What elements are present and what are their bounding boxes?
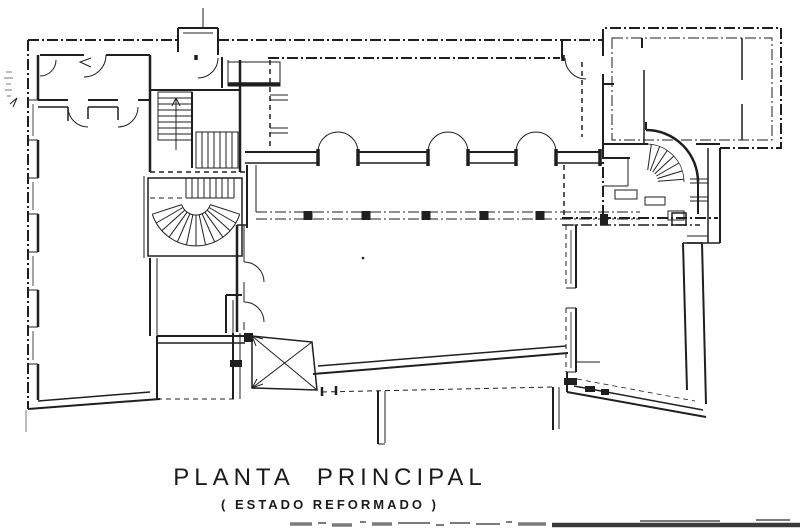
scan-artifact-smudge — [290, 519, 800, 528]
door-jamb — [564, 378, 577, 385]
left-facade-wall — [25, 40, 161, 432]
radiator-marks — [690, 178, 708, 202]
column — [303, 211, 313, 220]
door-swing-arrow — [78, 57, 92, 68]
fixture — [667, 210, 685, 221]
door-jamb — [244, 333, 253, 342]
main-hall — [245, 40, 604, 218]
south-band — [320, 378, 707, 445]
column — [479, 211, 489, 220]
main-staircase — [148, 55, 281, 173]
colonnade — [237, 165, 640, 260]
column — [535, 211, 545, 220]
plan-subtitle: ( ESTADO REFORMADO ) — [221, 497, 439, 512]
fan-staircase — [143, 176, 243, 336]
north-wall — [28, 39, 603, 78]
quarter-turn-staircase — [562, 122, 718, 226]
entrance-vestibule — [177, 8, 219, 79]
courtyard — [225, 225, 707, 405]
hatched-wall-room — [228, 61, 281, 87]
door-jamb — [585, 386, 595, 392]
pier — [671, 212, 687, 226]
door-jamb — [230, 360, 242, 367]
door-jamb — [600, 214, 608, 225]
stair-direction-arrow — [171, 97, 181, 150]
column — [421, 211, 431, 220]
fixture — [644, 196, 666, 206]
right-wing — [602, 27, 782, 244]
column — [361, 211, 371, 220]
door-jamb — [601, 389, 609, 395]
shaft-x-box — [244, 333, 318, 391]
ink-speck — [361, 256, 365, 260]
margin-annotation — [4, 71, 18, 108]
plan-title: PLANTA PRINCIPAL — [173, 464, 487, 491]
bottom-left-wing — [156, 333, 318, 400]
double-swing-doors — [317, 131, 557, 153]
fixture — [614, 189, 638, 200]
upper-left-room-partition — [38, 99, 150, 128]
east-wall-strip — [564, 224, 600, 392]
radiator-marks — [270, 94, 288, 134]
